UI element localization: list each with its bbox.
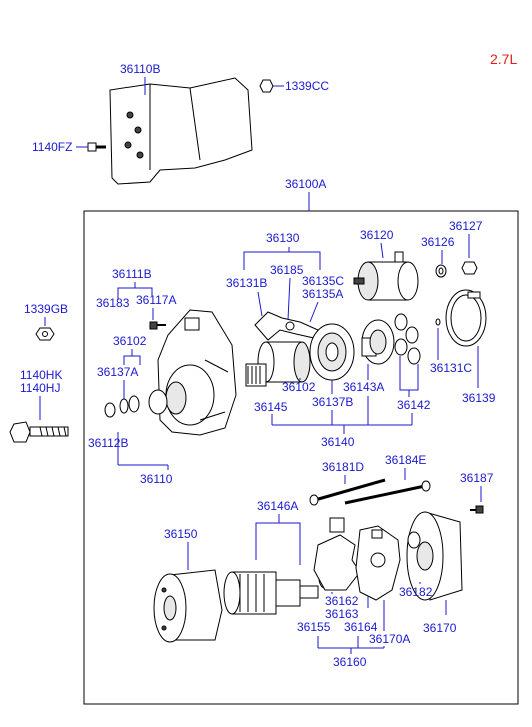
bushing-rings[interactable] xyxy=(104,395,140,418)
label-1140HK: 1140HK xyxy=(20,368,62,382)
label-36102-a: 36102 xyxy=(113,334,147,348)
label-36164: 36164 xyxy=(344,620,378,634)
label-36163: 36163 xyxy=(325,607,359,621)
label-36131C: 36131C xyxy=(430,361,472,375)
solenoid-36120[interactable] xyxy=(353,251,419,301)
armature-36146A[interactable] xyxy=(223,567,332,615)
label-36155: 36155 xyxy=(297,620,331,634)
label-36130: 36130 xyxy=(266,231,300,245)
label-36182: 36182 xyxy=(399,585,433,599)
internal-gear-36137B[interactable] xyxy=(309,323,355,381)
label-36160: 36160 xyxy=(333,655,367,669)
planet-carrier-36143A[interactable] xyxy=(361,319,395,365)
label-36170: 36170 xyxy=(423,621,457,635)
label-36140: 36140 xyxy=(321,435,355,449)
label-36146A: 36146A xyxy=(257,499,298,513)
label-36162: 36162 xyxy=(325,594,359,608)
label-36112B: 36112B xyxy=(88,436,128,450)
label-36185: 36185 xyxy=(270,263,304,277)
label-36187: 36187 xyxy=(460,471,494,485)
label-36143A: 36143A xyxy=(343,380,384,394)
end-cover-36170[interactable] xyxy=(406,511,463,601)
label-1140FZ: 1140FZ xyxy=(32,140,72,154)
label-36111B: 36111B xyxy=(112,267,152,281)
label-36137A: 36137A xyxy=(97,365,138,379)
label-36127: 36127 xyxy=(449,219,483,233)
brush-holder-36155[interactable] xyxy=(313,517,361,591)
through-bolt-36184E[interactable] xyxy=(344,480,431,505)
snap-ring-36139[interactable] xyxy=(445,289,487,347)
bolt-1140HK[interactable] xyxy=(9,421,69,443)
label-1339GB: 1339GB xyxy=(24,302,68,316)
label-36183: 36183 xyxy=(96,296,130,310)
label-36102-b: 36102 xyxy=(282,380,316,394)
label-1140HJ: 1140HJ xyxy=(20,381,60,395)
label-36135C: 36135C xyxy=(302,274,344,288)
label-36117A: 36117A xyxy=(136,293,176,307)
label-36126: 36126 xyxy=(421,235,455,249)
label-1339CC: 1339CC xyxy=(285,79,329,93)
overrunning-clutch-36145[interactable] xyxy=(245,341,311,387)
planet-gears-36142[interactable] xyxy=(394,313,421,365)
bolt-1140FZ[interactable] xyxy=(87,142,106,152)
label-36184E: 36184E xyxy=(385,453,426,467)
label-36110: 36110 xyxy=(140,472,173,486)
label-36120: 36120 xyxy=(360,228,394,242)
label-36142: 36142 xyxy=(397,398,431,412)
screw-36187[interactable] xyxy=(470,505,484,514)
label-36135A: 36135A xyxy=(302,287,343,301)
label-36181D: 36181D xyxy=(322,460,364,474)
nut-1339GB[interactable] xyxy=(35,327,55,341)
heat-shield-part[interactable] xyxy=(109,77,253,185)
label-36137B: 36137B xyxy=(312,395,353,409)
yoke-36150[interactable] xyxy=(153,569,223,643)
nut-1339CC[interactable] xyxy=(259,79,274,93)
brush-holder-plate-36170A[interactable] xyxy=(355,525,401,601)
label-36139: 36139 xyxy=(462,391,496,405)
label-36131B: 36131B xyxy=(226,276,267,290)
engine-variant-label: 2.7L xyxy=(490,51,517,67)
label-36110B: 36110B xyxy=(120,62,160,76)
pin-36131C[interactable] xyxy=(435,318,441,326)
label-36145: 36145 xyxy=(254,400,288,414)
shift-lever-36131B[interactable] xyxy=(254,311,319,341)
front-housing-36110[interactable] xyxy=(148,309,237,436)
label-36100A: 36100A xyxy=(285,177,326,191)
starter-assembly-frame xyxy=(83,210,519,705)
through-bolt-36181D[interactable] xyxy=(309,478,386,506)
label-36170A: 36170A xyxy=(369,632,410,646)
nut-36127[interactable] xyxy=(461,261,478,275)
screw-36117A[interactable] xyxy=(149,321,166,330)
washer-36126[interactable] xyxy=(435,264,447,278)
label-36150: 36150 xyxy=(164,527,198,541)
